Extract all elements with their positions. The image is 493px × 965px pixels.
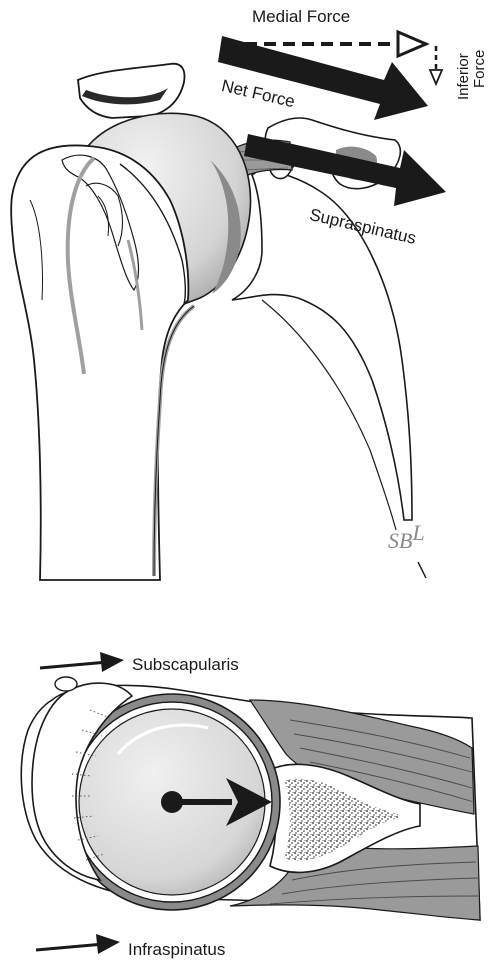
artist-signature: SBL [388,528,425,554]
medial-force-label: Medial Force [252,7,350,27]
subscapularis-pointer-arrow [40,652,124,672]
signature-base: SB [388,528,412,553]
infraspinatus-pointer-arrow [36,934,120,954]
infraspinatus-label: Infraspinatus [128,940,225,960]
subscapularis-label: Subscapularis [132,655,239,675]
axial-shoulder-view [21,652,480,954]
inferior-force-arrow [430,46,442,84]
inferior-force-label-line2: Force [472,50,487,88]
coronal-shoulder-view [11,32,446,580]
lesser-tuberosity-nub [55,677,77,691]
signature-sup: L [412,520,424,545]
acromion [78,64,184,118]
inferior-force-label-line1: Inferior [456,53,471,100]
